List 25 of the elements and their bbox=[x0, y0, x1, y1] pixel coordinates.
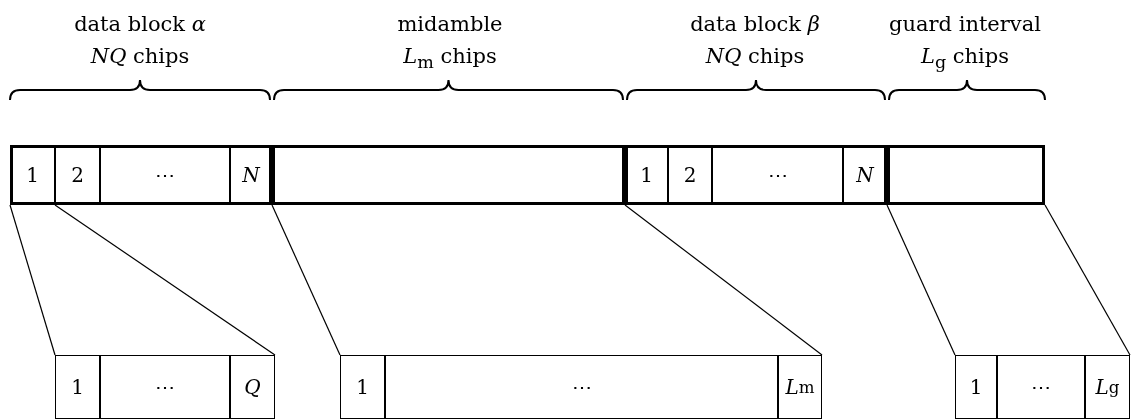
chip-cell: ⋯ bbox=[997, 355, 1085, 419]
chip-cell: 1 bbox=[340, 355, 385, 419]
chip-cell: 1 bbox=[955, 355, 997, 419]
chip-cell: Q bbox=[230, 355, 275, 419]
symbol-cell: ⋯ bbox=[712, 145, 843, 205]
symbol-cell: ⋯ bbox=[100, 145, 230, 205]
chip-count: L$_{g}$ chips bbox=[920, 44, 1010, 73]
block-name: guard interval bbox=[889, 12, 1041, 36]
symbol-cell: 2 bbox=[55, 145, 100, 205]
chip-count: L$_{m}$ chips bbox=[403, 44, 497, 73]
block-name: data block β bbox=[690, 12, 820, 36]
symbol-cell: 2 bbox=[668, 145, 712, 205]
chip-count: NQ chips bbox=[90, 44, 190, 68]
block-name: midamble bbox=[397, 12, 503, 36]
zoom-line bbox=[9, 204, 56, 356]
block-name: data block α bbox=[74, 12, 206, 36]
zoom-line bbox=[624, 204, 823, 356]
chip-cell: 1 bbox=[55, 355, 100, 419]
zoom-line bbox=[886, 204, 956, 356]
chip-cell: ⋯ bbox=[385, 355, 778, 419]
chip-cell: ⋯ bbox=[100, 355, 230, 419]
chip-count: NQ chips bbox=[705, 44, 805, 68]
zoom-line bbox=[1044, 204, 1131, 356]
zoom-line bbox=[54, 204, 276, 356]
zoom-line bbox=[271, 204, 341, 356]
